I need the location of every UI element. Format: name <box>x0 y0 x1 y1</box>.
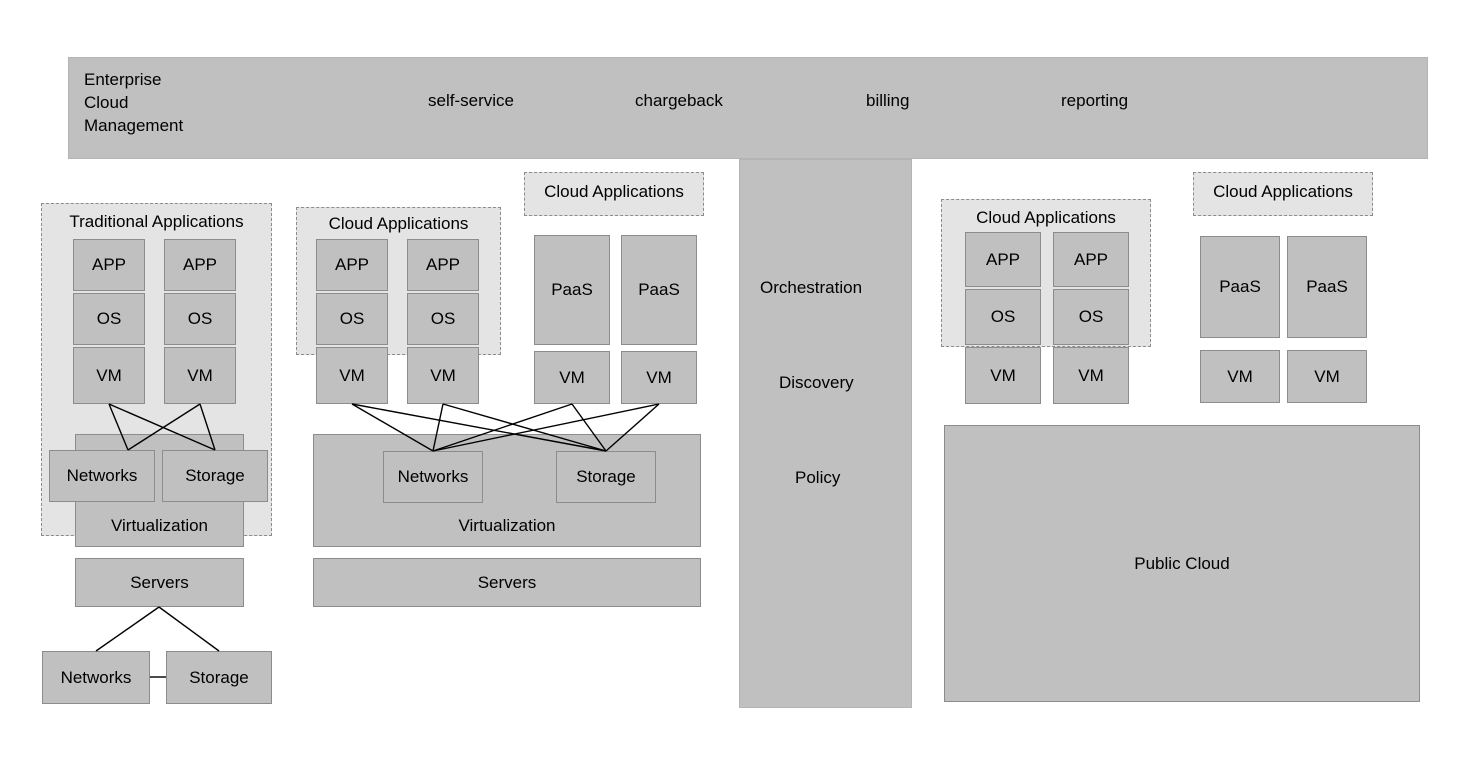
public-right-app: APP <box>1053 232 1129 287</box>
private-right-os: OS <box>407 293 479 345</box>
private-left-app: APP <box>316 239 388 291</box>
center-item-discovery: Discovery <box>779 373 854 392</box>
traditional-virtualization-label: Virtualization <box>110 516 209 536</box>
private-cloud-applications-label: Cloud Applications <box>328 214 469 233</box>
private-paas-vm-left: VM <box>534 351 610 404</box>
public-paas-right: PaaS <box>1287 236 1367 338</box>
public-paas-vm-left: VM <box>1200 350 1280 403</box>
private-paas-applications-label: Cloud Applications <box>544 182 684 201</box>
service-self-service: self-service <box>428 91 514 110</box>
traditional-networks: Networks <box>49 450 155 502</box>
public-paas-applications-group <box>1193 172 1373 216</box>
public-left-vm: VM <box>965 347 1041 404</box>
traditional-applications-label: Traditional Applications <box>69 212 244 231</box>
private-servers: Servers <box>313 558 701 607</box>
banner-title: Enterprise Cloud Management <box>84 70 184 135</box>
private-right-app: APP <box>407 239 479 291</box>
private-virtualization-label: Virtualization <box>458 516 556 536</box>
public-left-app: APP <box>965 232 1041 287</box>
center-item-orchestration: Orchestration <box>760 278 863 297</box>
traditional-left-vm: VM <box>73 347 145 404</box>
traditional-servers: Servers <box>75 558 244 607</box>
traditional-right-os: OS <box>164 293 236 345</box>
traditional-bottom-networks: Networks <box>42 651 150 704</box>
traditional-left-app: APP <box>73 239 145 291</box>
public-right-os: OS <box>1053 289 1129 345</box>
public-right-vm: VM <box>1053 347 1129 404</box>
private-paas-applications-group <box>524 172 704 216</box>
private-networks: Networks <box>383 451 483 503</box>
service-billing: billing <box>866 91 910 110</box>
private-left-os: OS <box>316 293 388 345</box>
service-reporting: reporting <box>1061 91 1129 110</box>
center-item-policy: Policy <box>795 468 841 487</box>
private-paas-vm-right: VM <box>621 351 697 404</box>
traditional-bottom-storage: Storage <box>166 651 272 704</box>
traditional-left-os: OS <box>73 293 145 345</box>
public-paas-vm-right: VM <box>1287 350 1367 403</box>
service-chargeback: chargeback <box>635 91 723 110</box>
public-cloud-box: Public Cloud <box>944 425 1420 702</box>
public-paas-left: PaaS <box>1200 236 1280 338</box>
private-paas-left: PaaS <box>534 235 610 345</box>
private-left-vm: VM <box>316 347 388 404</box>
traditional-right-app: APP <box>164 239 236 291</box>
private-storage: Storage <box>556 451 656 503</box>
enterprise-cloud-management-banner <box>68 57 1428 159</box>
traditional-storage: Storage <box>162 450 268 502</box>
traditional-right-vm: VM <box>164 347 236 404</box>
public-left-os: OS <box>965 289 1041 345</box>
public-cloud-applications-label: Cloud Applications <box>976 208 1116 227</box>
private-paas-right: PaaS <box>621 235 697 345</box>
private-right-vm: VM <box>407 347 479 404</box>
public-paas-applications-label: Cloud Applications <box>1213 182 1353 201</box>
orchestration-column <box>739 159 912 708</box>
